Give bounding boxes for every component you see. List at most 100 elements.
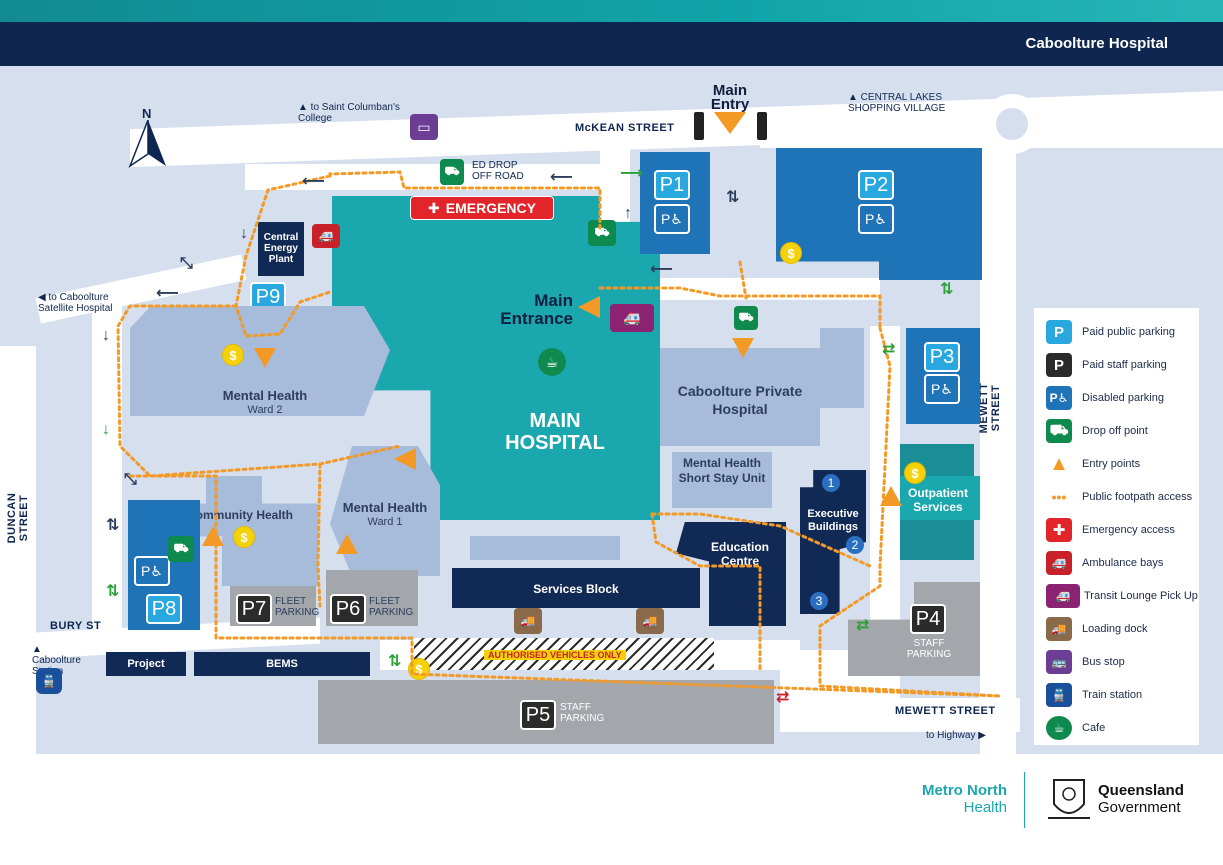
pay-station-icon-p2: $ <box>780 242 802 264</box>
traffic-arrow-12: ⇄ <box>882 341 896 358</box>
traffic-light-right-icon <box>757 112 767 140</box>
legend-label: Bus stop <box>1082 656 1125 668</box>
transit-lounge-icon: 🚑 <box>1046 584 1080 608</box>
compass-arrow-icon <box>128 120 166 168</box>
private-dropoff-icon: ⛟ <box>734 306 758 330</box>
mewett-street-horizontal-label: MEWETT STREET <box>895 705 996 717</box>
traffic-arrow-4: ⟵ <box>650 261 673 278</box>
legend-item-ambulance: 🚑Ambulance bays <box>1046 551 1163 575</box>
paid-staff-parking-icon: P <box>1046 353 1072 377</box>
p4-parking-sign: P4 <box>910 604 946 634</box>
legend-label: Emergency access <box>1082 524 1175 536</box>
traffic-arrow-13: ⇄ <box>856 617 870 634</box>
pay-station-icon-community: $ <box>233 526 255 548</box>
p5-parking-sign: P5 <box>520 700 556 730</box>
bury-street-label: BURY ST <box>50 620 102 632</box>
p5-staff-label: STAFF PARKING <box>560 702 605 724</box>
entry-point-icon: ▲ <box>1049 452 1069 475</box>
traffic-arrow-17: ⇅ <box>388 653 402 670</box>
entry-point-icon-ward1 <box>336 534 358 554</box>
legend-label: Transit Lounge Pick Up <box>1084 590 1198 602</box>
ed-dropoff-icon: ⛟ <box>440 159 464 185</box>
entry-point-icon-ward2 <box>254 348 276 368</box>
outpatient-services-label: Outpatient Services <box>908 486 968 514</box>
main-entry-label: Main Entry <box>710 82 750 113</box>
footer: Metro North Health Queensland Government <box>0 754 1223 865</box>
loading-dock-icon: 🚚 <box>1046 617 1072 641</box>
p7-parking-sign: P7 <box>236 594 272 624</box>
ambulance-bay-icon: 🚑 <box>1046 551 1072 575</box>
cafe-icon: ☕ <box>538 348 566 376</box>
private-hospital-building <box>660 348 820 446</box>
paid-public-parking-icon: P <box>1046 320 1072 344</box>
p2-disabled-sign: P♿ <box>858 204 894 234</box>
page-title: Caboolture Hospital <box>1025 35 1168 52</box>
loading-dock-icon-1: 🚚 <box>514 608 542 634</box>
community-health-label: Community Health <box>186 508 293 522</box>
mental-health-ward2-title: Mental Health <box>222 388 308 403</box>
legend-item-transit: 🚑 Transit Lounge Pick Up <box>1046 584 1198 608</box>
services-link-block <box>470 536 620 560</box>
legend-label: Disabled parking <box>1082 392 1164 404</box>
queensland-crest-icon <box>1046 774 1092 824</box>
traffic-arrow-18: ⤡ <box>180 255 193 272</box>
main-entry-triangle-icon <box>714 112 746 134</box>
p3-parking-sign: P3 <box>924 342 960 372</box>
legend-label: Paid public parking <box>1082 326 1175 338</box>
short-stay-unit-building <box>672 452 772 508</box>
footpath-icon: ••• <box>1051 489 1067 505</box>
traffic-arrow-15: ⇅ <box>106 517 120 534</box>
inner-loop-road-north <box>245 164 605 190</box>
private-loop-road <box>620 278 880 300</box>
legend-label: Cafe <box>1082 722 1106 734</box>
executive-building-3-marker: 3 <box>810 592 828 610</box>
pay-station-icon-p9: $ <box>222 344 244 366</box>
north-compass: N <box>126 106 170 168</box>
legend-item-disabled: P♿Disabled parking <box>1046 386 1164 410</box>
traffic-arrow-1: ⟵ <box>302 173 325 190</box>
roundabout-centre <box>996 108 1028 140</box>
queensland-government-logo: Queensland Government <box>1098 782 1184 816</box>
ward2-subtitle: Ward 2 <box>247 404 283 416</box>
dropoff-main-icon: ⛟ <box>588 220 616 246</box>
bems-label: BEMS <box>266 658 298 670</box>
executive-building-1-marker: 1 <box>822 474 840 492</box>
legend-item-dropoff: ⛟Drop off point <box>1046 419 1148 443</box>
legend-item-bus: 🚌 Bus stop <box>1046 650 1125 674</box>
legend-label: Entry points <box>1082 458 1141 470</box>
emergency-sign: ✚EMERGENCY <box>410 196 554 220</box>
traffic-arrow-19: ⤡ <box>124 471 137 488</box>
legend-item-loading: 🚚Loading dock <box>1046 617 1147 641</box>
mewett-street-road-vertical <box>980 146 1016 754</box>
entry-point-icon-main <box>578 296 600 318</box>
duncan-street-road <box>0 346 36 754</box>
cafe-icon: ☕ <box>1046 716 1072 740</box>
entry-point-icon-ward1-north <box>394 448 416 470</box>
traffic-arrow-16: ⇅ <box>106 583 120 600</box>
traffic-arrow-7: ↓ <box>102 421 110 438</box>
pay-station-icon-outpatient: $ <box>904 462 926 484</box>
ambulance-bay-icon: 🚑 <box>312 224 340 248</box>
traffic-arrow-9: ↑ <box>624 205 632 222</box>
p6-fleet-label: FLEET PARKING <box>369 596 414 618</box>
entry-point-icon-private <box>732 338 754 358</box>
p1-disabled-sign: P♿ <box>654 204 690 234</box>
traffic-light-left-icon <box>694 112 704 140</box>
bus-stop-icon: 🚌 <box>1046 650 1072 674</box>
mewett-street-road-horizontal <box>780 698 1020 732</box>
train-station-icon: 🚆 <box>36 668 62 694</box>
services-block-label: Services Block <box>533 582 619 596</box>
traffic-arrow-5: ⟵ <box>156 285 179 302</box>
ed-dropoff-label: ED DROP OFF ROAD <box>472 160 524 182</box>
drop-off-icon: ⛟ <box>1046 419 1072 443</box>
central-energy-plant-label: Central Energy Plant <box>263 232 299 265</box>
legend-item-entry: ▲ Entry points <box>1046 452 1140 476</box>
central-lakes-direction: ▲ CENTRAL LAKES SHOPPING VILLAGE <box>848 92 946 114</box>
campus-map: McKEAN STREET MEWETT STREET MEWETT STREE… <box>0 66 1223 754</box>
services-block-building <box>452 568 700 608</box>
bems-building <box>194 652 370 676</box>
p6-parking-sign: P6 <box>330 594 366 624</box>
emergency-label: EMERGENCY <box>445 200 536 216</box>
st-columbans-direction: ▲ to Saint Columban's College <box>298 102 400 124</box>
